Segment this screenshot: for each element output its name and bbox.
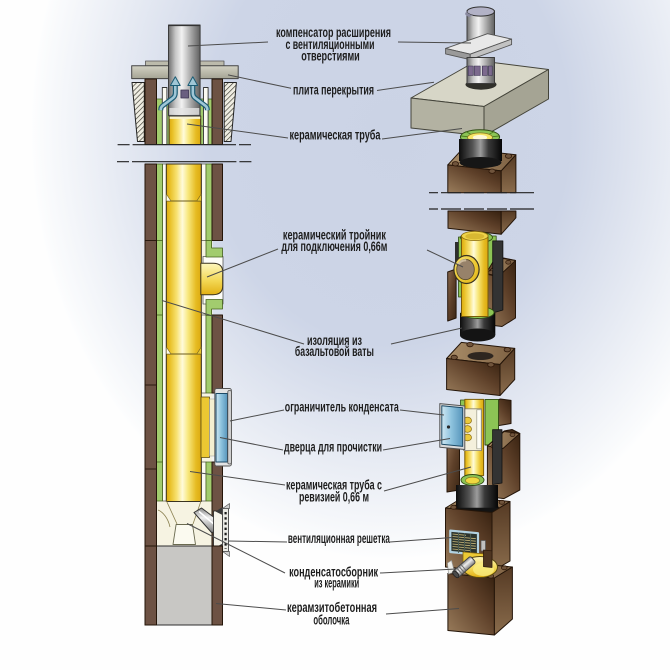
svg-text:оболочка: оболочка <box>313 611 349 627</box>
svg-text:конденсатосборник: конденсатосборник <box>289 564 379 580</box>
svg-text:базальтовой ваты: базальтовой ваты <box>295 343 374 359</box>
svg-text:с вентиляционными: с вентиляционными <box>286 36 375 52</box>
svg-text:вентиляционная решетка: вентиляционная решетка <box>288 530 390 546</box>
svg-text:отверстиями: отверстиями <box>301 48 360 64</box>
svg-text:керамзитобетонная: керамзитобетонная <box>287 599 377 615</box>
svg-text:керамический тройник: керамический тройник <box>283 227 387 243</box>
svg-text:ревизией 0,66 м: ревизией 0,66 м <box>299 488 369 504</box>
svg-text:керамическая труба с: керамическая труба с <box>286 476 382 492</box>
svg-text:керамическая труба: керамическая труба <box>290 127 381 143</box>
svg-text:ограничитель конденсата: ограничитель конденсата <box>285 399 399 415</box>
svg-text:компенсатор расширения: компенсатор расширения <box>276 24 391 40</box>
svg-text:из керамики: из керамики <box>314 575 359 591</box>
svg-text:плита перекрытия: плита перекрытия <box>293 81 374 97</box>
svg-text:изоляция из: изоляция из <box>307 332 362 348</box>
svg-text:для подключения 0,66м: для подключения 0,66м <box>281 238 387 254</box>
svg-text:дверца для прочистки: дверца для прочистки <box>284 439 382 455</box>
